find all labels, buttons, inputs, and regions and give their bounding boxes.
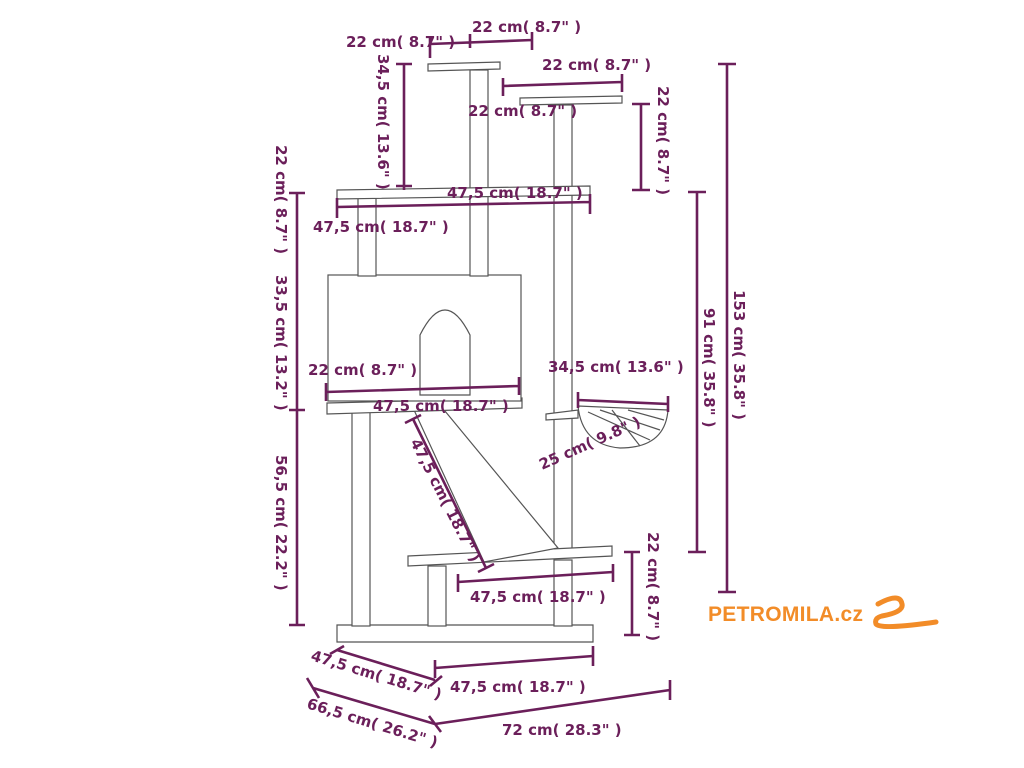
label-house-w: 47,5 cm( 18.7" ) xyxy=(373,397,509,415)
label-right-h-total: 153 cm( 35.8" ) xyxy=(730,290,748,420)
label-base-d: 47,5 cm( 18.7" ) xyxy=(309,647,444,704)
base-post-left xyxy=(351,409,371,627)
label-step-h: 22 cm( 8.7" ) xyxy=(644,532,662,641)
label-top-w1: 22 cm( 8.7" ) xyxy=(346,33,455,51)
label-left-h-house: 33,5 cm( 13.2" ) xyxy=(272,275,290,411)
label-top-right-w: 22 cm( 8.7" ) xyxy=(542,56,651,74)
top-perch-left xyxy=(427,61,501,72)
hammock-ring xyxy=(545,409,579,421)
label-foot-w: 72 cm( 28.3" ) xyxy=(502,721,622,739)
label-top-right-d: 22 cm( 8.7" ) xyxy=(468,102,577,120)
post-house-right xyxy=(469,69,489,277)
label-platform1-d: 47,5 cm( 18.7" ) xyxy=(313,218,449,236)
label-top-right-h: 22 cm( 8.7" ) xyxy=(654,86,672,195)
label-base-w: 47,5 cm( 18.7" ) xyxy=(450,678,586,696)
cat-tree-drawing xyxy=(326,61,669,643)
label-house-d: 22 cm( 8.7" ) xyxy=(308,361,417,379)
label-hammock-w: 34,5 cm( 13.6" ) xyxy=(548,358,684,376)
label-left-h-bottom: 56,5 cm( 22.2" ) xyxy=(272,455,290,591)
brand-swirl-icon xyxy=(873,595,939,630)
hammock-net xyxy=(587,409,665,447)
post-house-left xyxy=(357,195,377,277)
tall-post-right xyxy=(553,104,573,556)
dimension-lines xyxy=(289,32,736,733)
base-post-step-left xyxy=(427,565,447,627)
label-left-h-top: 22 cm( 8.7" ) xyxy=(272,145,290,254)
base-board xyxy=(336,624,594,643)
top-perch-right xyxy=(519,95,623,106)
label-foot-d: 66,5 cm( 26.2" ) xyxy=(305,695,440,752)
condo-door xyxy=(419,309,471,396)
brand-logo-text: PETROMILA.cz xyxy=(708,603,864,626)
label-top-w2: 22 cm( 8.7" ) xyxy=(472,18,581,36)
label-top-post-h: 34,5 cm( 13.6" ) xyxy=(374,54,392,190)
label-step-w: 47,5 cm( 18.7" ) xyxy=(470,588,606,606)
label-right-h-mid: 91 cm( 35.8" ) xyxy=(700,308,718,428)
label-platform1-w: 47,5 cm( 18.7" ) xyxy=(447,184,583,202)
